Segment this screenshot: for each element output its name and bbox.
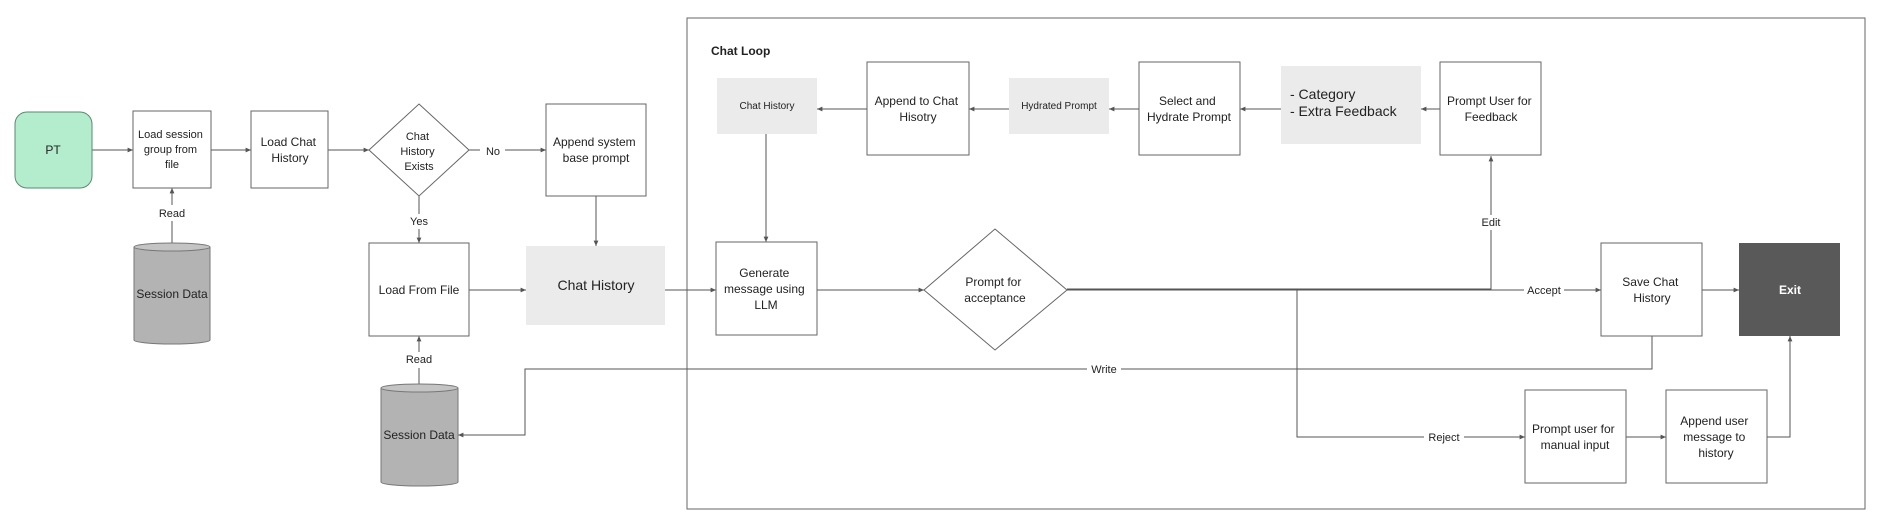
chat-history-small-label: Chat History [739,101,794,112]
edge-append-user-to-exit [1767,336,1793,438]
edge-label-yes: Yes [410,216,428,228]
load-session-group-label: Load session group from file [138,129,206,171]
hydrated-prompt-label: Hydrated Prompt [1021,101,1097,112]
prompt-manual-input-box [1524,389,1627,484]
save-chat-history-box [1600,242,1703,337]
exit-label: Exit [1779,283,1801,297]
generate-message-box [715,241,818,336]
generate-message-label: Generate message using LLM [724,266,808,312]
session-data-2-label: Session Data [383,428,455,442]
session-data-cylinder-1 [133,242,211,345]
chat-history-main-note [526,246,665,325]
edge-label-edit: Edit [1482,217,1501,229]
prompt-acceptance-label: Prompt for acceptance [964,275,1026,305]
load-chat-history-box [250,110,329,189]
append-to-chat-history-box [866,61,970,156]
chat-history-exists-label: Chat History Exists [400,131,437,173]
append-user-message-box [1665,389,1768,484]
append-system-prompt-label: Append system base prompt [553,135,639,165]
append-to-chat-history-label: Append to Chat Hisotry [875,94,962,124]
exit-node [1739,243,1840,336]
edge-acceptance-reject [1296,290,1525,440]
feedback-note-label: - Category - Extra Feedback [1290,86,1398,119]
feedback-note [1281,66,1421,144]
append-user-message-label: Append user message to history [1680,414,1751,460]
prompt-user-feedback-box [1439,61,1542,156]
prompt-acceptance-diamond [923,228,1068,351]
chat-history-exists-diamond [368,103,470,197]
edge-label-read-2: Read [406,354,432,366]
chat-history-small-note [717,78,817,134]
edge-save-write [458,336,1653,438]
edge-label-accept: Accept [1527,285,1561,297]
edge-label-no: No [486,146,500,158]
load-chat-history-label: Load Chat History [261,135,320,165]
save-chat-history-label: Save Chat History [1622,275,1681,305]
load-session-group-box [132,110,212,189]
session-data-1-label: Session Data [136,287,208,301]
select-hydrate-box [1138,61,1241,156]
start-node [14,111,93,189]
session-data-cylinder-2 [380,383,459,487]
chat-loop-title: Chat Loop [711,44,770,58]
start-node-label: PT [45,143,61,157]
select-hydrate-label: Select and Hydrate Prompt [1147,94,1232,124]
prompt-manual-input-label: Prompt user for manual input [1532,422,1618,452]
edge-label-write: Write [1091,364,1116,376]
chat-loop-container [686,17,1866,510]
hydrated-prompt-note [1009,78,1109,134]
prompt-user-feedback-label: Prompt User for Feedback [1447,94,1535,124]
edge-label-read-1: Read [159,208,185,220]
edge-label-reject: Reject [1428,432,1459,444]
load-from-file-label: Load From File [379,283,460,297]
append-system-prompt-box [545,103,647,197]
load-from-file-box [368,242,470,337]
edge-acceptance-edit [1067,156,1494,290]
chat-history-main-label: Chat History [557,277,634,293]
